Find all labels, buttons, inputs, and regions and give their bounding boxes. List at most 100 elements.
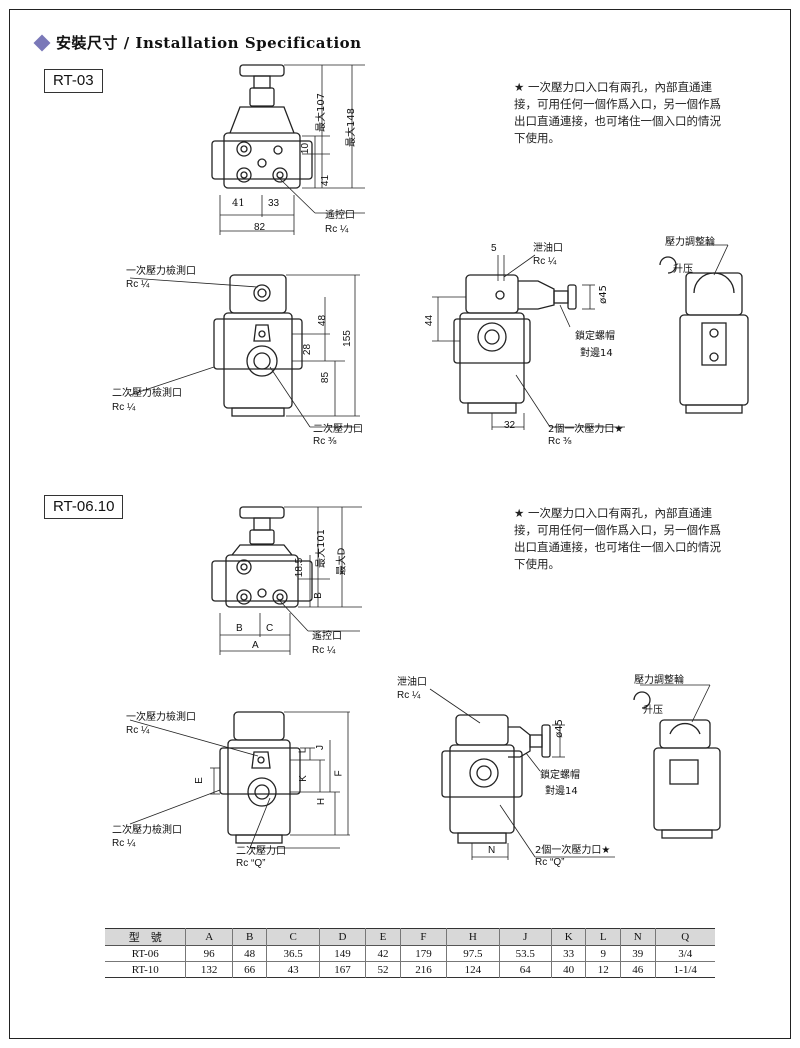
dim-18-5: 18.5 <box>294 557 306 578</box>
drawing-rt0610-top <box>211 506 362 655</box>
label-p2-port-2: 二次壓力口 <box>236 846 286 857</box>
label-drain-rc-2: Rc ¼ <box>397 690 421 701</box>
label-remote-rc: Rc ¼ <box>325 224 349 235</box>
dim-dia45: ø45 <box>597 285 609 304</box>
label-raise-pressure-2: 升压 <box>643 705 663 716</box>
dim-N: N <box>488 845 496 856</box>
table-row: RT-06 96 48 36.5 149 42 179 97.5 53.5 33… <box>105 945 715 962</box>
label-lock-nut-size: 對邊14 <box>580 348 613 359</box>
table-cell: 97.5 <box>446 945 500 962</box>
dim-max-101: 最大101 <box>316 528 328 569</box>
label-drain-2: 泄油口 <box>397 677 427 688</box>
table-header-row: 型 號 A B C D E F H J K L N Q <box>105 928 715 946</box>
model-label-rt03: RT-03 <box>44 69 103 93</box>
table-cell: 40 <box>550 961 586 978</box>
label-p1-gauge-rc: Rc ¼ <box>126 279 150 290</box>
table-cell: 216 <box>399 961 447 978</box>
table-cell: 48 <box>231 945 267 962</box>
table-cell: 53.5 <box>498 945 552 962</box>
drawing-rt03-top <box>211 64 365 235</box>
label-p1-ports-2: 2個一次壓力口★ <box>535 845 611 856</box>
label-lock-nut-2: 鎖定螺帽 <box>540 770 580 781</box>
table-cell: 1-1/4 <box>654 961 715 978</box>
label-drain: 泄油口 <box>533 243 563 254</box>
table-cell: 64 <box>498 961 552 978</box>
table-cell: 39 <box>620 945 656 962</box>
label-p2-gauge: 二次壓力檢測口 <box>112 388 182 399</box>
table-cell: 179 <box>399 945 447 962</box>
dim-dia45-2: ø45 <box>553 719 565 738</box>
table-header: K <box>550 928 586 946</box>
dim-L: L <box>297 747 309 754</box>
label-p1-ports-rc-2: Rc “Q” <box>535 857 565 868</box>
table-header: C <box>266 928 320 946</box>
table-header: B <box>231 928 267 946</box>
drawing-rt0610-rear <box>633 684 721 839</box>
dim-41: 41 <box>232 198 245 209</box>
table-cell: RT-10 <box>131 963 159 976</box>
table-header: F <box>399 928 447 946</box>
table-header: Q <box>654 928 715 946</box>
table-cell: 132 <box>185 961 233 978</box>
dim-C: C <box>266 623 274 634</box>
table-cell: RT-06 <box>131 947 159 960</box>
label-remote-port: 遙控口 <box>325 210 355 221</box>
table-cell: 96 <box>185 945 233 962</box>
table-header: J <box>498 928 552 946</box>
dim-85: 85 <box>320 371 332 384</box>
label-pressure-wheel: 壓力調整輪 <box>665 237 715 248</box>
drawing-rt0610-front <box>129 711 350 849</box>
dim-max-107: 最大107 <box>316 92 328 133</box>
table-cell: 149 <box>318 945 366 962</box>
dim-33: 33 <box>268 198 280 209</box>
table-cell: 42 <box>365 945 401 962</box>
label-remote-rc-2: Rc ¼ <box>312 645 336 656</box>
dim-155: 155 <box>341 330 353 347</box>
table-cell: 43 <box>266 961 320 978</box>
label-drain-rc: Rc ¼ <box>533 256 557 267</box>
dim-44: 44 <box>424 314 436 327</box>
label-p1-ports: 2個一次壓力口★ <box>548 424 624 435</box>
drawing-rt0610-side <box>429 688 615 860</box>
table-header: N <box>620 928 656 946</box>
note-rt0610: ★ 一次壓力口入口有兩孔，內部直通連接，可用任何一個作爲入口，另一個作爲出口直通… <box>514 506 721 571</box>
dim-H: H <box>316 797 328 806</box>
drawing-rt03-side <box>432 254 625 430</box>
label-lock-nut-size-2: 對邊14 <box>545 786 578 797</box>
label-p1-ports-rc: Rc ⅜ <box>548 436 572 447</box>
dim-10: 10 <box>300 142 312 155</box>
table-cell: 36.5 <box>266 945 320 962</box>
dim-48: 48 <box>317 314 329 327</box>
dim-32: 32 <box>504 420 516 431</box>
table-header: D <box>318 928 366 946</box>
label-p2-port: 二次壓力口 <box>313 424 363 435</box>
dim-A: A <box>252 640 259 651</box>
table-header: H <box>446 928 500 946</box>
dim-28: 28 <box>302 343 314 356</box>
label-p2-gauge-rc: Rc ¼ <box>112 402 136 413</box>
note-rt03: ★ 一次壓力口入口有兩孔，內部直通連接，可用任何一個作爲入口，另一個作爲出口直通… <box>514 80 721 145</box>
label-p2-gauge-2: 二次壓力檢測口 <box>112 825 182 836</box>
table-cell: 9 <box>585 945 621 962</box>
dim-B: B <box>236 623 243 634</box>
table-header: L <box>585 928 621 946</box>
page-frame <box>9 9 791 1039</box>
table-header: 型 號 <box>128 932 162 944</box>
label-p2-port-rc-2: Rc “Q” <box>236 858 266 869</box>
dim-max-D: 最大D <box>336 547 348 576</box>
dim-F: F <box>333 770 345 777</box>
table-header: A <box>185 928 233 946</box>
label-lock-nut: 鎖定螺帽 <box>575 331 615 342</box>
table-cell: 124 <box>446 961 500 978</box>
label-p2-port-rc: Rc ⅜ <box>313 436 337 447</box>
table-cell: 3/4 <box>654 945 715 962</box>
dim-82: 82 <box>254 222 266 233</box>
label-p2-gauge-rc-2: Rc ¼ <box>112 838 136 849</box>
table-cell: 66 <box>231 961 267 978</box>
dim-max-148: 最大148 <box>346 107 358 148</box>
label-p1-gauge: 一次壓力檢測口 <box>126 266 196 277</box>
page-title: 安裝尺寸 / Installation Specification <box>56 34 362 52</box>
table-cell: 167 <box>318 961 366 978</box>
table-header: E <box>365 928 401 946</box>
dim-41-vertical: 41 <box>320 174 332 187</box>
